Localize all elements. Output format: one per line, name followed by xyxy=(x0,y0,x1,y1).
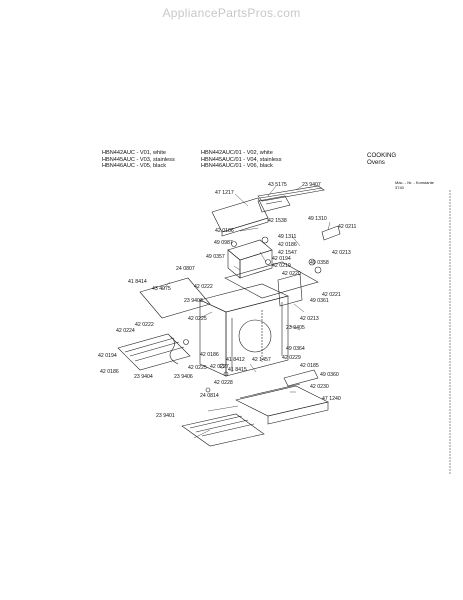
watermark: AppliancePartsPros.com xyxy=(162,6,301,20)
part-label: 42 0224 xyxy=(116,328,135,334)
top-trim-strip xyxy=(257,185,325,202)
part-label: 42 0213 xyxy=(300,316,319,322)
part-label: 42 0229 xyxy=(282,355,301,361)
part-label: 23 9401 xyxy=(156,413,175,419)
part-label: 23 9405 xyxy=(286,325,305,331)
model-line: HBN445AUC - V03, stainless xyxy=(102,156,175,163)
part-label: 42 0219 xyxy=(272,263,291,269)
part-label: 23 9406 xyxy=(174,374,193,380)
part-label: 49 1311 xyxy=(278,234,297,240)
part-label: 49 0358 xyxy=(310,260,329,266)
part-label: 42 0186 xyxy=(200,352,219,358)
part-label: 43 4075 xyxy=(152,286,171,292)
part-label: 42 0186 xyxy=(215,228,234,234)
part-label: 49 0360 xyxy=(320,372,339,378)
part-label: 42 0225 xyxy=(188,365,207,371)
part-label: 41 8414 xyxy=(128,279,147,285)
part-label: 42 0228 xyxy=(214,380,233,386)
part-label: 41 8415 xyxy=(228,367,247,373)
bracket-right xyxy=(321,225,341,241)
model-line: HBN446AUC - V05, black xyxy=(102,163,167,170)
oven-cavity xyxy=(199,283,289,377)
part-label: 24 0814 xyxy=(200,393,219,399)
oven-rack-upper xyxy=(117,333,191,371)
part-label: 42 1538 xyxy=(268,218,287,224)
part-label: 47 1240 xyxy=(322,396,341,402)
small-fittings xyxy=(231,236,322,274)
part-label: 42 0213 xyxy=(332,250,351,256)
part-label: 23 9404 xyxy=(134,374,153,380)
model-line: HBN445AUC/01 - V04, stainless xyxy=(201,156,282,163)
category-block: COOKING Ovens xyxy=(367,152,397,166)
part-label: 41 8412 xyxy=(226,357,245,363)
control-module xyxy=(227,239,273,279)
rear-panel xyxy=(224,261,319,307)
category-subtitle: Ovens xyxy=(367,158,385,166)
part-label: 42 0222 xyxy=(135,322,154,328)
oven-rack-lower xyxy=(181,413,265,447)
part-label: 49 0357 xyxy=(206,254,225,260)
part-label: 42 0227 xyxy=(210,364,229,370)
model-list-left: HBN442AUC - V01, white HBN445AUC - V03, … xyxy=(102,150,175,170)
part-label: 49 0364 xyxy=(286,346,305,352)
part-label: 42 0186 xyxy=(278,242,297,248)
vent-part xyxy=(257,195,291,213)
part-label: 49 0987 xyxy=(214,240,233,246)
corner-note-line: 3740 xyxy=(395,185,404,190)
part-label: 49 1310 xyxy=(308,216,327,222)
model-line: HBN446AUC/01 - V06, black xyxy=(201,163,273,170)
part-label: 42 0220 xyxy=(282,271,301,277)
model-line: HBN442AUC - V01, white xyxy=(102,150,167,156)
part-label: 42 1457 xyxy=(252,357,271,363)
leader-lines xyxy=(161,185,331,439)
part-label: 43 5175 xyxy=(268,182,287,188)
lower-trim xyxy=(283,369,319,387)
top-cover-panel xyxy=(211,197,269,237)
part-label: 42 0230 xyxy=(310,384,329,390)
part-label: 42 0186 xyxy=(100,369,119,375)
heating-element xyxy=(169,335,179,365)
corner-note: Mac. - Nr. - Konstante 3740 xyxy=(395,180,434,190)
model-list-right: HBN442AUC/01 - V02, white HBN445AUC/01 -… xyxy=(201,150,282,170)
screws xyxy=(205,363,229,393)
insulation-sheet xyxy=(139,277,211,319)
corner-note-line: Mac. - Nr. - Konstante xyxy=(395,180,434,185)
bottom-drawer-panel xyxy=(235,383,329,425)
part-label: 23 9403 xyxy=(184,298,203,304)
part-label: 42 0225 xyxy=(188,316,207,322)
part-label: 42 0222 xyxy=(194,284,213,290)
part-label: 42 0211 xyxy=(338,224,357,230)
part-label: 42 0221 xyxy=(322,292,341,298)
part-label: 42 0194 xyxy=(272,256,291,262)
part-label: 24 0807 xyxy=(176,266,195,272)
part-label: 49 0361 xyxy=(310,298,329,304)
part-label: 42 0194 xyxy=(98,353,117,359)
part-label: 23 9407 xyxy=(302,182,321,188)
model-line: HBN442AUC/01 - V02, white xyxy=(201,150,273,156)
part-label: 42 1547 xyxy=(278,250,297,256)
part-label: 47 1217 xyxy=(215,190,234,196)
category-title: COOKING xyxy=(367,152,397,159)
part-label: 42 0185 xyxy=(300,363,319,369)
